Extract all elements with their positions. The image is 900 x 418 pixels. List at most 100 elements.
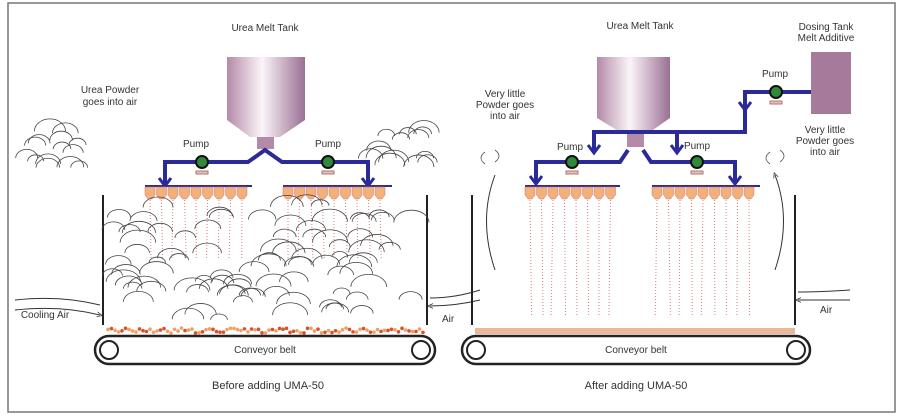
prill <box>351 330 355 334</box>
prill <box>194 331 198 335</box>
prill <box>362 327 366 331</box>
prill <box>239 329 243 333</box>
frame <box>8 3 895 412</box>
prill <box>113 328 117 332</box>
spray-nozzle <box>721 187 731 199</box>
prill <box>197 331 201 335</box>
prill <box>211 328 215 332</box>
prill <box>187 328 191 332</box>
air-label: Air <box>820 305 833 316</box>
prill <box>166 329 170 333</box>
dosing-tank <box>811 52 851 114</box>
prill <box>365 328 369 332</box>
spray-nozzle <box>352 187 362 199</box>
spray-nozzle <box>537 187 547 199</box>
spray-nozzle <box>571 187 581 199</box>
prill <box>145 330 149 334</box>
spray-nozzle <box>606 187 616 199</box>
prill <box>295 329 299 333</box>
prill <box>309 327 313 331</box>
pump-icon <box>770 86 782 104</box>
prill <box>330 331 334 335</box>
prill <box>215 330 219 334</box>
prill <box>400 327 404 331</box>
spray-nozzle <box>664 187 674 199</box>
prill <box>411 330 415 334</box>
prill <box>302 331 306 335</box>
prill <box>421 331 425 335</box>
prill <box>117 330 121 334</box>
spray-nozzle <box>733 187 743 199</box>
prill <box>404 328 408 332</box>
prill <box>134 330 138 334</box>
prill <box>110 327 114 331</box>
spray-nozzle <box>710 187 720 199</box>
powder-label: Urea Powdergoes into air <box>81 85 140 108</box>
dosing-tank-label: Dosing TankMelt Additive <box>798 22 855 44</box>
prill <box>278 327 282 331</box>
before-caption: Before adding UMA-50 <box>212 380 324 392</box>
prill <box>369 330 373 334</box>
belt-roller <box>787 341 805 359</box>
conveyor-belt-label: Conveyor belt <box>605 345 667 356</box>
spray-nozzle <box>375 187 385 199</box>
prill <box>218 330 222 334</box>
spray-nozzle <box>583 187 593 199</box>
prill <box>358 328 362 332</box>
spray-nozzle <box>226 187 236 199</box>
spray-nozzle <box>329 187 339 199</box>
cooling-air-label: Cooling Air <box>21 310 70 321</box>
prill <box>127 328 131 332</box>
spray-nozzle <box>698 187 708 199</box>
pump-label: Pump <box>557 142 584 153</box>
prill <box>253 328 257 332</box>
spray-nozzle <box>341 187 351 199</box>
prill <box>169 331 173 335</box>
prill <box>141 329 145 333</box>
spray-nozzle <box>180 187 190 199</box>
prill <box>208 327 212 331</box>
prill <box>281 327 285 331</box>
prill <box>393 328 397 332</box>
prill <box>383 329 387 333</box>
spray-nozzle <box>203 187 213 199</box>
prill <box>306 326 310 330</box>
pump-label: Pump <box>762 69 789 80</box>
pump-label: Pump <box>183 139 210 150</box>
prill <box>232 327 236 331</box>
belt-roller <box>412 341 430 359</box>
air-label: Air <box>442 314 455 325</box>
belt-roller <box>467 341 485 359</box>
prill <box>288 331 292 335</box>
prill <box>159 328 163 332</box>
prill <box>267 328 271 332</box>
pump-icon <box>322 156 334 174</box>
prill <box>257 328 261 332</box>
prill <box>418 327 422 331</box>
spray-nozzle <box>214 187 224 199</box>
prill <box>344 326 348 330</box>
prill <box>334 329 338 333</box>
tank-outlet <box>257 137 274 149</box>
prill <box>204 328 208 332</box>
prill <box>120 329 124 333</box>
pump-label: Pump <box>684 141 711 152</box>
prill <box>183 329 187 333</box>
prill <box>379 330 383 334</box>
spray-nozzle <box>364 187 374 199</box>
prill <box>250 327 254 331</box>
prill <box>414 330 418 334</box>
prill <box>292 329 296 333</box>
prill <box>201 330 205 334</box>
prill <box>264 331 268 335</box>
prill <box>222 330 226 334</box>
spray-nozzle <box>525 187 535 199</box>
prill <box>355 330 359 334</box>
prill <box>407 329 411 333</box>
prill <box>155 329 159 333</box>
prill <box>285 327 289 331</box>
prill <box>274 329 278 333</box>
pump-label: Pump <box>315 139 342 150</box>
prill <box>225 328 229 332</box>
prill <box>246 330 250 334</box>
